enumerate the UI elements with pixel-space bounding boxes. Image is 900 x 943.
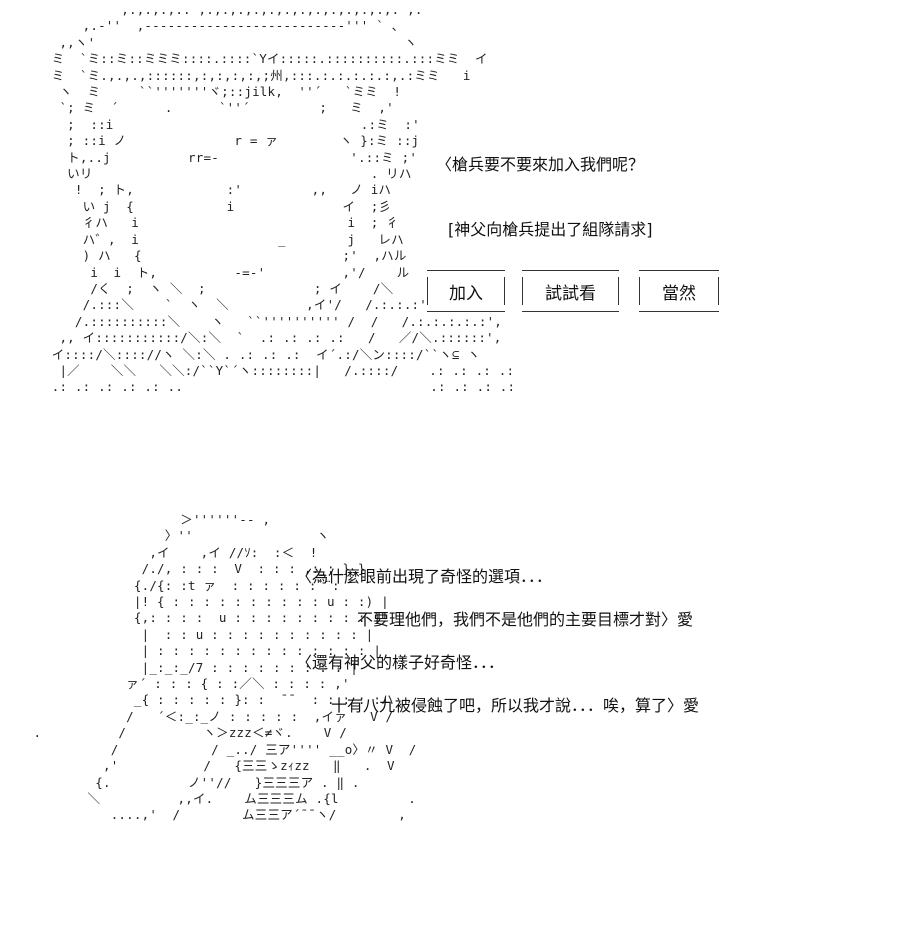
girl-dialogue-line-1: 〈為什麼眼前出現了奇怪的選項．．． [296, 567, 553, 586]
join-button[interactable]: 加入 [427, 270, 505, 312]
priest-dialogue-line: 〈槍兵要不要來加入我們呢？ [436, 155, 645, 174]
of-course-button-label: 當然 [662, 283, 696, 304]
girl-ascii-art: ＞''''''-- , 〉'' ヽ ,イ ,イ //ｿ: :＜ ! /./, :… [33, 512, 417, 823]
priest-ascii-art: ,.,.,.,.. ,.,.,.,.,.,.,.,.,.,.,.,.,. ,. … [51, 2, 516, 395]
girl-dialogue-line-3: 〈還有神父的樣子好奇怪．．． [296, 653, 505, 672]
party-request-notice: [神父向槍兵提出了組隊請求] [448, 220, 653, 239]
try-it-button-label: 試試看 [545, 283, 596, 304]
of-course-button[interactable]: 當然 [639, 270, 719, 312]
try-it-button[interactable]: 試試看 [522, 270, 619, 312]
girl-dialogue-line-4: 十有八九被侵蝕了吧，所以我才說．．．唉，算了〉愛 [331, 696, 700, 715]
girl-dialogue-line-2: 不要理他們，我們不是他們的主要目標才對〉愛 [357, 610, 694, 629]
join-button-label: 加入 [449, 283, 483, 304]
